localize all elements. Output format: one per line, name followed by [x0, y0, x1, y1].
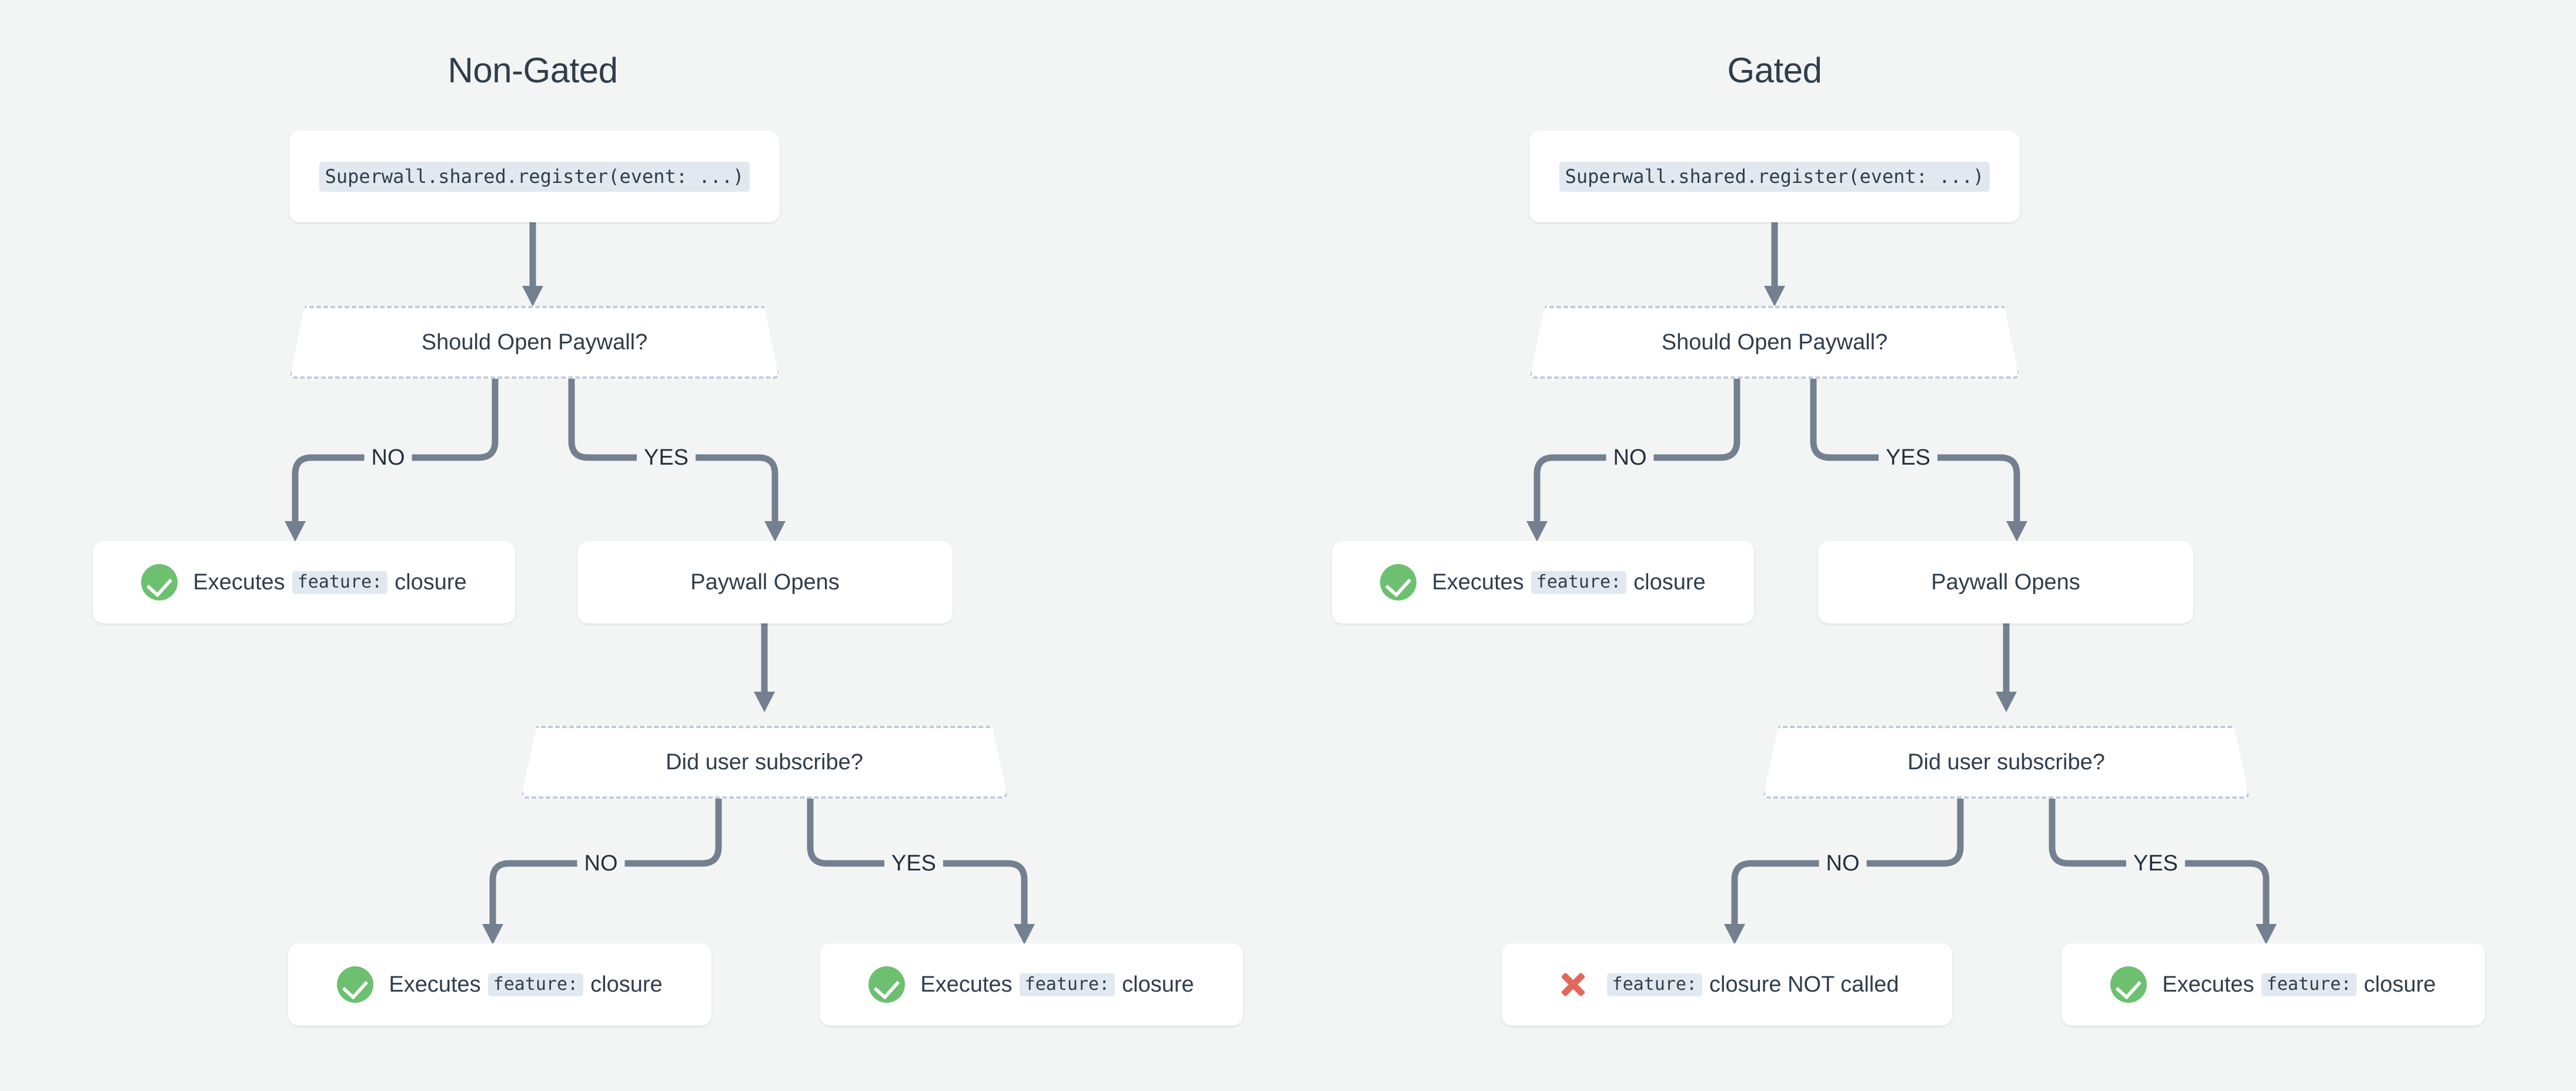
result-prefix: Executes — [920, 972, 1013, 997]
result-yes-subscribe-left: Executes feature: closure — [820, 943, 1243, 1026]
decision-did-user-subscribe-right: Did user subscribe? — [1763, 726, 2250, 799]
result-row: Executes feature: closure — [868, 966, 1194, 1003]
check-circle-icon — [2110, 966, 2147, 1003]
feature-code-chip: feature: — [292, 570, 388, 594]
result-suffix: closure — [395, 570, 467, 595]
result-row: Executes feature: closure — [141, 564, 467, 600]
result-suffix: closure — [1122, 972, 1194, 997]
edge-label-no-subscribe-left: NO — [577, 852, 625, 875]
result-no-subscribe-left: Executes feature: closure — [288, 943, 711, 1026]
decision-shape-fill — [1529, 306, 2020, 379]
decision-label: Should Open Paywall? — [421, 329, 648, 355]
result-text: Executes feature: closure — [1432, 570, 1706, 595]
paywall-opens-node-left: Paywall Opens — [577, 541, 953, 623]
feature-code-chip: feature: — [1019, 973, 1115, 996]
result-no-paywall-left: Executes feature: closure — [93, 541, 515, 623]
decision-label: Should Open Paywall? — [1661, 329, 1888, 355]
result-row: feature: closure NOT called — [1555, 966, 1899, 1003]
result-row: Executes feature: closure — [1380, 564, 1706, 600]
edge-label-no-paywall-left: NO — [364, 446, 412, 469]
result-suffix: closure — [590, 972, 663, 997]
check-circle-icon — [868, 966, 906, 1003]
entry-node-left: Superwall.shared.register(event: ...) — [289, 131, 780, 222]
result-text: feature: closure NOT called — [1606, 972, 1899, 997]
feature-code-chip: feature: — [1606, 973, 1703, 996]
edge-label-no-subscribe-right: NO — [1819, 852, 1867, 875]
column-title-non-gated: Non-Gated — [447, 51, 619, 90]
paywall-label: Paywall Opens — [1931, 570, 2080, 595]
decision-shape-fill — [521, 726, 1008, 799]
result-suffix: closure NOT called — [1709, 972, 1899, 997]
decision-should-open-paywall-left: Should Open Paywall? — [289, 306, 780, 379]
result-no-subscribe-right: feature: closure NOT called — [1502, 943, 1952, 1026]
result-text: Executes feature: closure — [920, 973, 1194, 996]
check-circle-icon — [1380, 564, 1417, 600]
register-call-code-left: Superwall.shared.register(event: ...) — [319, 161, 750, 192]
result-prefix: Executes — [193, 570, 285, 595]
result-prefix: Executes — [2162, 972, 2254, 997]
result-prefix: Executes — [389, 972, 481, 997]
column-title-gated: Gated — [1727, 51, 1822, 90]
entry-node-right: Superwall.shared.register(event: ...) — [1529, 131, 2020, 222]
edge-label-no-paywall-right: NO — [1606, 446, 1654, 469]
decision-did-user-subscribe-left: Did user subscribe? — [521, 726, 1008, 799]
result-yes-subscribe-right: Executes feature: closure — [2062, 943, 2485, 1026]
feature-code-chip: feature: — [487, 973, 584, 996]
edge-label-yes-paywall-right: YES — [1878, 446, 1938, 469]
result-suffix: closure — [2364, 972, 2436, 997]
edge-label-yes-paywall-left: YES — [636, 446, 696, 469]
decision-shape-fill — [289, 306, 780, 379]
result-text: Executes feature: closure — [2162, 972, 2436, 997]
decision-shape-fill — [1763, 726, 2250, 799]
register-call-code-right: Superwall.shared.register(event: ...) — [1559, 161, 1990, 192]
result-text: Executes feature: closure — [193, 570, 467, 595]
result-row: Executes feature: closure — [337, 966, 663, 1003]
decision-label: Did user subscribe? — [1907, 749, 2105, 775]
feature-code-chip: feature: — [2261, 973, 2357, 996]
decision-should-open-paywall-right: Should Open Paywall? — [1529, 306, 2020, 379]
result-row: Executes feature: closure — [2110, 966, 2436, 1003]
check-circle-icon — [141, 564, 178, 600]
result-suffix: closure — [1633, 570, 1706, 595]
result-prefix: Executes — [1432, 570, 1524, 595]
edge-label-yes-subscribe-right: YES — [2126, 852, 2186, 875]
check-circle-icon — [337, 966, 374, 1003]
x-mark-icon — [1555, 966, 1592, 1003]
result-no-paywall-right: Executes feature: closure — [1332, 541, 1754, 623]
decision-label: Did user subscribe? — [666, 749, 863, 775]
paywall-opens-node-right: Paywall Opens — [1818, 541, 2193, 623]
paywall-label: Paywall Opens — [690, 570, 840, 595]
result-text: Executes feature: closure — [389, 972, 663, 997]
edge-label-yes-subscribe-left: YES — [884, 852, 944, 875]
feature-code-chip: feature: — [1531, 570, 1627, 594]
